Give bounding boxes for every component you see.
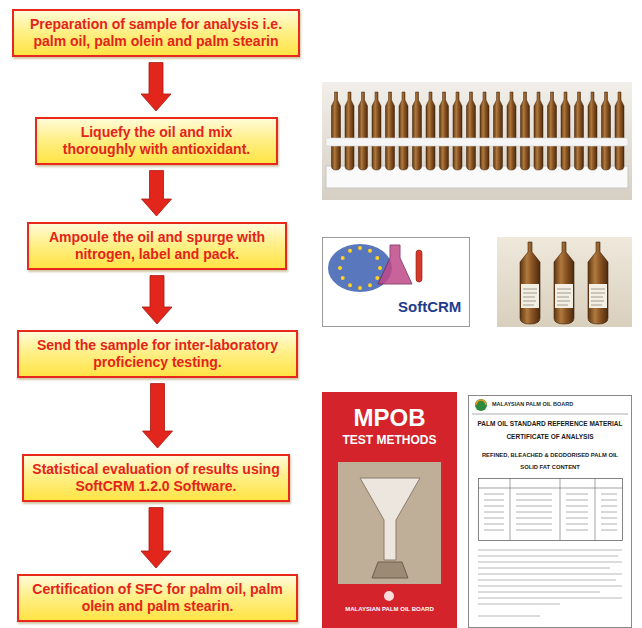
ampoule — [413, 92, 422, 170]
funnel-icon — [360, 478, 420, 560]
flow-arrow — [142, 171, 172, 216]
flow-arrow — [141, 508, 171, 568]
ampoule — [426, 92, 435, 170]
ampoule — [372, 92, 381, 170]
picture-label: MALAYSIAN PALM OIL BOARD — [322, 606, 457, 613]
flow-arrow — [141, 63, 171, 111]
flow-arrow — [143, 384, 173, 448]
ampoule — [399, 92, 408, 170]
process-box: Statistical evaluation of results using … — [22, 454, 290, 502]
picture-label: TEST METHODS — [322, 434, 457, 448]
picture-label: PALM OIL STANDARD REFERENCE MATERIAL — [470, 420, 630, 427]
picture-label: SOLID FAT CONTENT — [470, 464, 630, 471]
picture-label: SoftCRM — [398, 298, 468, 315]
star-ring — [338, 246, 382, 290]
book-cover — [322, 392, 457, 628]
process-box: Ampoule the oil and spurge with nitrogen… — [27, 222, 287, 270]
flow-arrow — [142, 276, 172, 324]
rack-base — [326, 166, 628, 188]
data-table — [479, 479, 623, 541]
ampoule — [615, 92, 624, 170]
ampoule — [548, 92, 557, 170]
photo-ground — [497, 237, 632, 327]
board-logo — [384, 591, 394, 601]
ampoules-photo — [497, 237, 632, 327]
ampoule — [440, 92, 449, 170]
ampoule — [554, 242, 574, 324]
picture-label: CERTIFICATE OF ANALYSIS — [470, 433, 630, 440]
ampoule — [494, 92, 503, 170]
ampoule — [588, 92, 597, 170]
step-text: Ampoule the oil and spurge with nitrogen… — [37, 229, 277, 263]
beaker-icon — [372, 562, 408, 578]
ampoule — [507, 92, 516, 170]
photo-ground — [322, 82, 632, 200]
process-box: Liquefy the oil and mix thoroughly with … — [35, 117, 278, 165]
logo-swoosh — [328, 244, 392, 292]
rack-rail — [326, 138, 628, 146]
table-grid — [478, 478, 622, 540]
picture-label: MPOB — [322, 404, 457, 432]
cover-photo — [338, 462, 441, 584]
process-box: Certification of SFC for palm oil, palm … — [17, 574, 298, 622]
step-text: Preparation of sample for analysis i.e. … — [22, 16, 290, 50]
ampoule-rack-photo — [322, 82, 632, 200]
certificate — [469, 396, 632, 628]
ampoule — [602, 92, 611, 170]
ampoule — [575, 92, 584, 170]
step-text: Certification of SFC for palm oil, palm … — [27, 581, 288, 615]
ampoule — [588, 242, 608, 324]
header-rule — [472, 414, 628, 415]
ampoule — [534, 92, 543, 170]
ampoule — [561, 92, 570, 170]
ampoule — [345, 92, 354, 170]
ampoule — [386, 92, 395, 170]
process-box: Send the sample for inter-laboratory pro… — [17, 330, 298, 378]
logo-frame — [323, 238, 470, 327]
certificate-page — [469, 396, 632, 628]
test-tube-icon — [416, 250, 422, 282]
test-methods-book — [322, 392, 457, 628]
ampoule — [521, 92, 530, 170]
certificate-notes — [478, 550, 622, 616]
softcrm-logo — [323, 238, 470, 327]
table-rows — [484, 494, 617, 530]
ampoule — [520, 242, 540, 324]
picture-label: REFINED, BLEACHED & DEODORISED PALM OIL — [470, 452, 630, 459]
step-text: Send the sample for inter-laboratory pro… — [27, 337, 288, 371]
step-text: Liquefy the oil and mix thoroughly with … — [45, 124, 268, 158]
board-logo — [475, 399, 487, 411]
process-box: Preparation of sample for analysis i.e. … — [12, 9, 300, 57]
ampoule — [467, 92, 476, 170]
ampoule — [359, 92, 368, 170]
flask-icon — [378, 245, 412, 284]
ampoule — [480, 92, 489, 170]
ampoule — [453, 92, 462, 170]
board-logo — [476, 400, 486, 405]
ampoule — [332, 92, 341, 170]
step-text: Statistical evaluation of results using … — [32, 461, 280, 495]
picture-label: MALAYSIAN PALM OIL BOARD — [492, 401, 622, 407]
